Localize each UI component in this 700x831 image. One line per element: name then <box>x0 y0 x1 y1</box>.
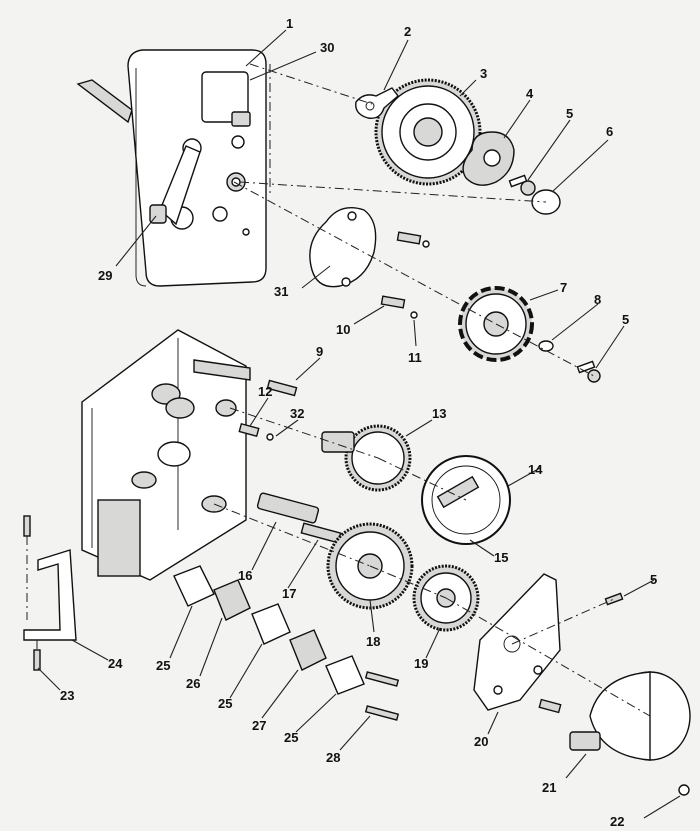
callout-27: 27 <box>252 718 266 733</box>
callout-25-b: 25 <box>218 696 232 711</box>
callout-16: 16 <box>238 568 252 583</box>
callout-13: 13 <box>432 406 446 421</box>
callout-30: 30 <box>320 40 334 55</box>
screw <box>604 592 690 796</box>
housing <box>81 329 251 581</box>
callout-29: 29 <box>98 268 112 283</box>
screw <box>576 360 601 383</box>
callout-5-bottom: 5 <box>650 572 657 587</box>
screw <box>364 671 400 721</box>
callout-28: 28 <box>326 750 340 765</box>
callout-3: 3 <box>480 66 487 81</box>
switch-assembly <box>173 565 365 695</box>
callout-26: 26 <box>186 676 200 691</box>
callout-4: 4 <box>526 86 534 101</box>
callout-7: 7 <box>560 280 567 295</box>
callout-6: 6 <box>606 124 613 139</box>
screw <box>23 515 41 671</box>
front-plate <box>76 49 267 287</box>
gasket <box>309 207 377 288</box>
callout-32: 32 <box>290 406 304 421</box>
gear <box>321 424 412 492</box>
callout-8: 8 <box>594 292 601 307</box>
spring <box>380 231 422 309</box>
bracket <box>23 549 77 641</box>
callout-31: 31 <box>274 284 288 299</box>
shaft <box>256 492 320 524</box>
spring <box>238 422 260 438</box>
ball <box>266 433 274 441</box>
callout-18: 18 <box>366 634 380 649</box>
callout-2: 2 <box>404 24 411 39</box>
pin <box>266 379 298 397</box>
callout-20: 20 <box>474 734 488 749</box>
callout-14: 14 <box>528 462 543 477</box>
callout-5-middle: 5 <box>622 312 629 327</box>
washer <box>355 87 399 119</box>
ball <box>410 240 430 319</box>
callout-25-a: 25 <box>156 658 170 673</box>
knob <box>462 131 515 186</box>
callout-23: 23 <box>60 688 74 703</box>
center-lines <box>26 63 651 717</box>
callout-17: 17 <box>282 586 296 601</box>
callout-12: 12 <box>258 384 272 399</box>
washer <box>538 340 554 352</box>
callout-24: 24 <box>108 656 123 671</box>
callout-10: 10 <box>336 322 350 337</box>
callout-15: 15 <box>494 550 508 565</box>
callout-1: 1 <box>286 16 293 31</box>
leader-lines <box>37 29 681 819</box>
spring <box>300 522 342 544</box>
main-gear <box>374 78 482 186</box>
callout-9: 9 <box>316 344 323 359</box>
callout-5: 5 <box>566 106 573 121</box>
callout-25-c: 25 <box>284 730 298 745</box>
callout-19: 19 <box>414 656 428 671</box>
callout-11: 11 <box>408 350 422 365</box>
motor <box>538 671 691 761</box>
callout-22: 22 <box>610 814 624 829</box>
screw <box>508 174 536 196</box>
callout-21: 21 <box>542 780 556 795</box>
callout-labels: 1 30 2 3 4 5 6 29 31 10 11 7 8 5 9 12 32… <box>60 16 657 829</box>
